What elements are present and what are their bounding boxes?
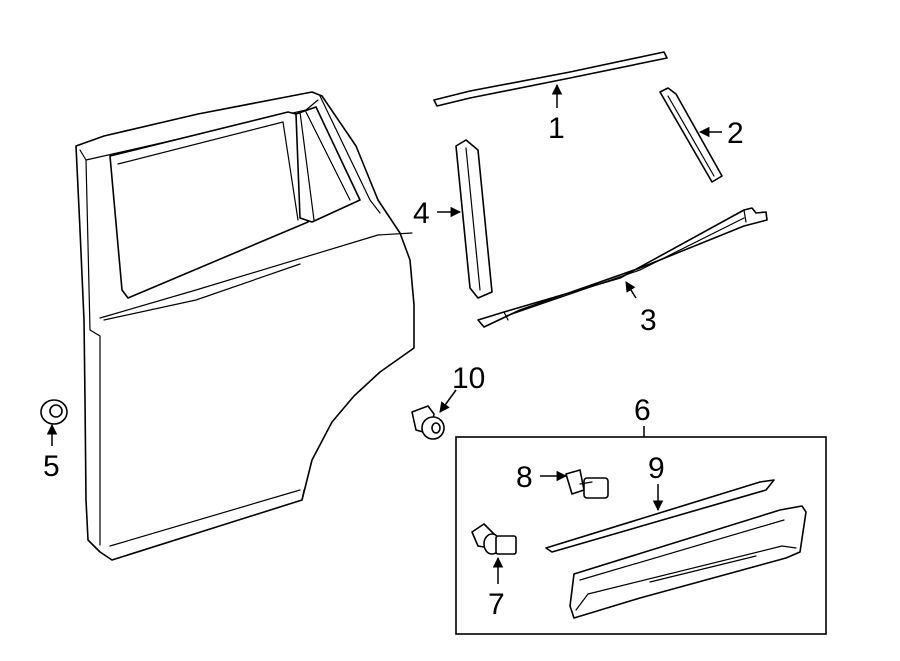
leader-line-3 (625, 281, 637, 299)
door-window-frame (109, 106, 361, 299)
callout-3: 3 (640, 304, 657, 337)
part-4-pillar-applique (455, 139, 493, 299)
part-10-clip (411, 405, 445, 440)
part-8-clip-fastener (565, 469, 609, 499)
part-2-rear-trim (659, 87, 723, 183)
callout-1: 1 (548, 112, 565, 145)
part-7-retainer-clip (471, 523, 517, 555)
part-9-side-molding-strip (545, 479, 775, 553)
part-1-roof-drip-molding (433, 51, 668, 107)
callout-2: 2 (727, 117, 744, 150)
callout-10: 10 (452, 362, 485, 395)
callout-5: 5 (43, 450, 60, 483)
part-6-door-molding-panel (569, 505, 807, 619)
callout-6: 6 (634, 394, 651, 427)
callout-4: 4 (413, 197, 430, 230)
part-3-belt-molding (477, 207, 768, 328)
callout-7: 7 (488, 588, 505, 621)
callout-8: 8 (516, 461, 533, 494)
callout-9: 9 (648, 452, 665, 485)
kit-box-frame (455, 436, 827, 635)
part-5-grommet (40, 399, 68, 425)
leader-line-10 (439, 389, 457, 413)
